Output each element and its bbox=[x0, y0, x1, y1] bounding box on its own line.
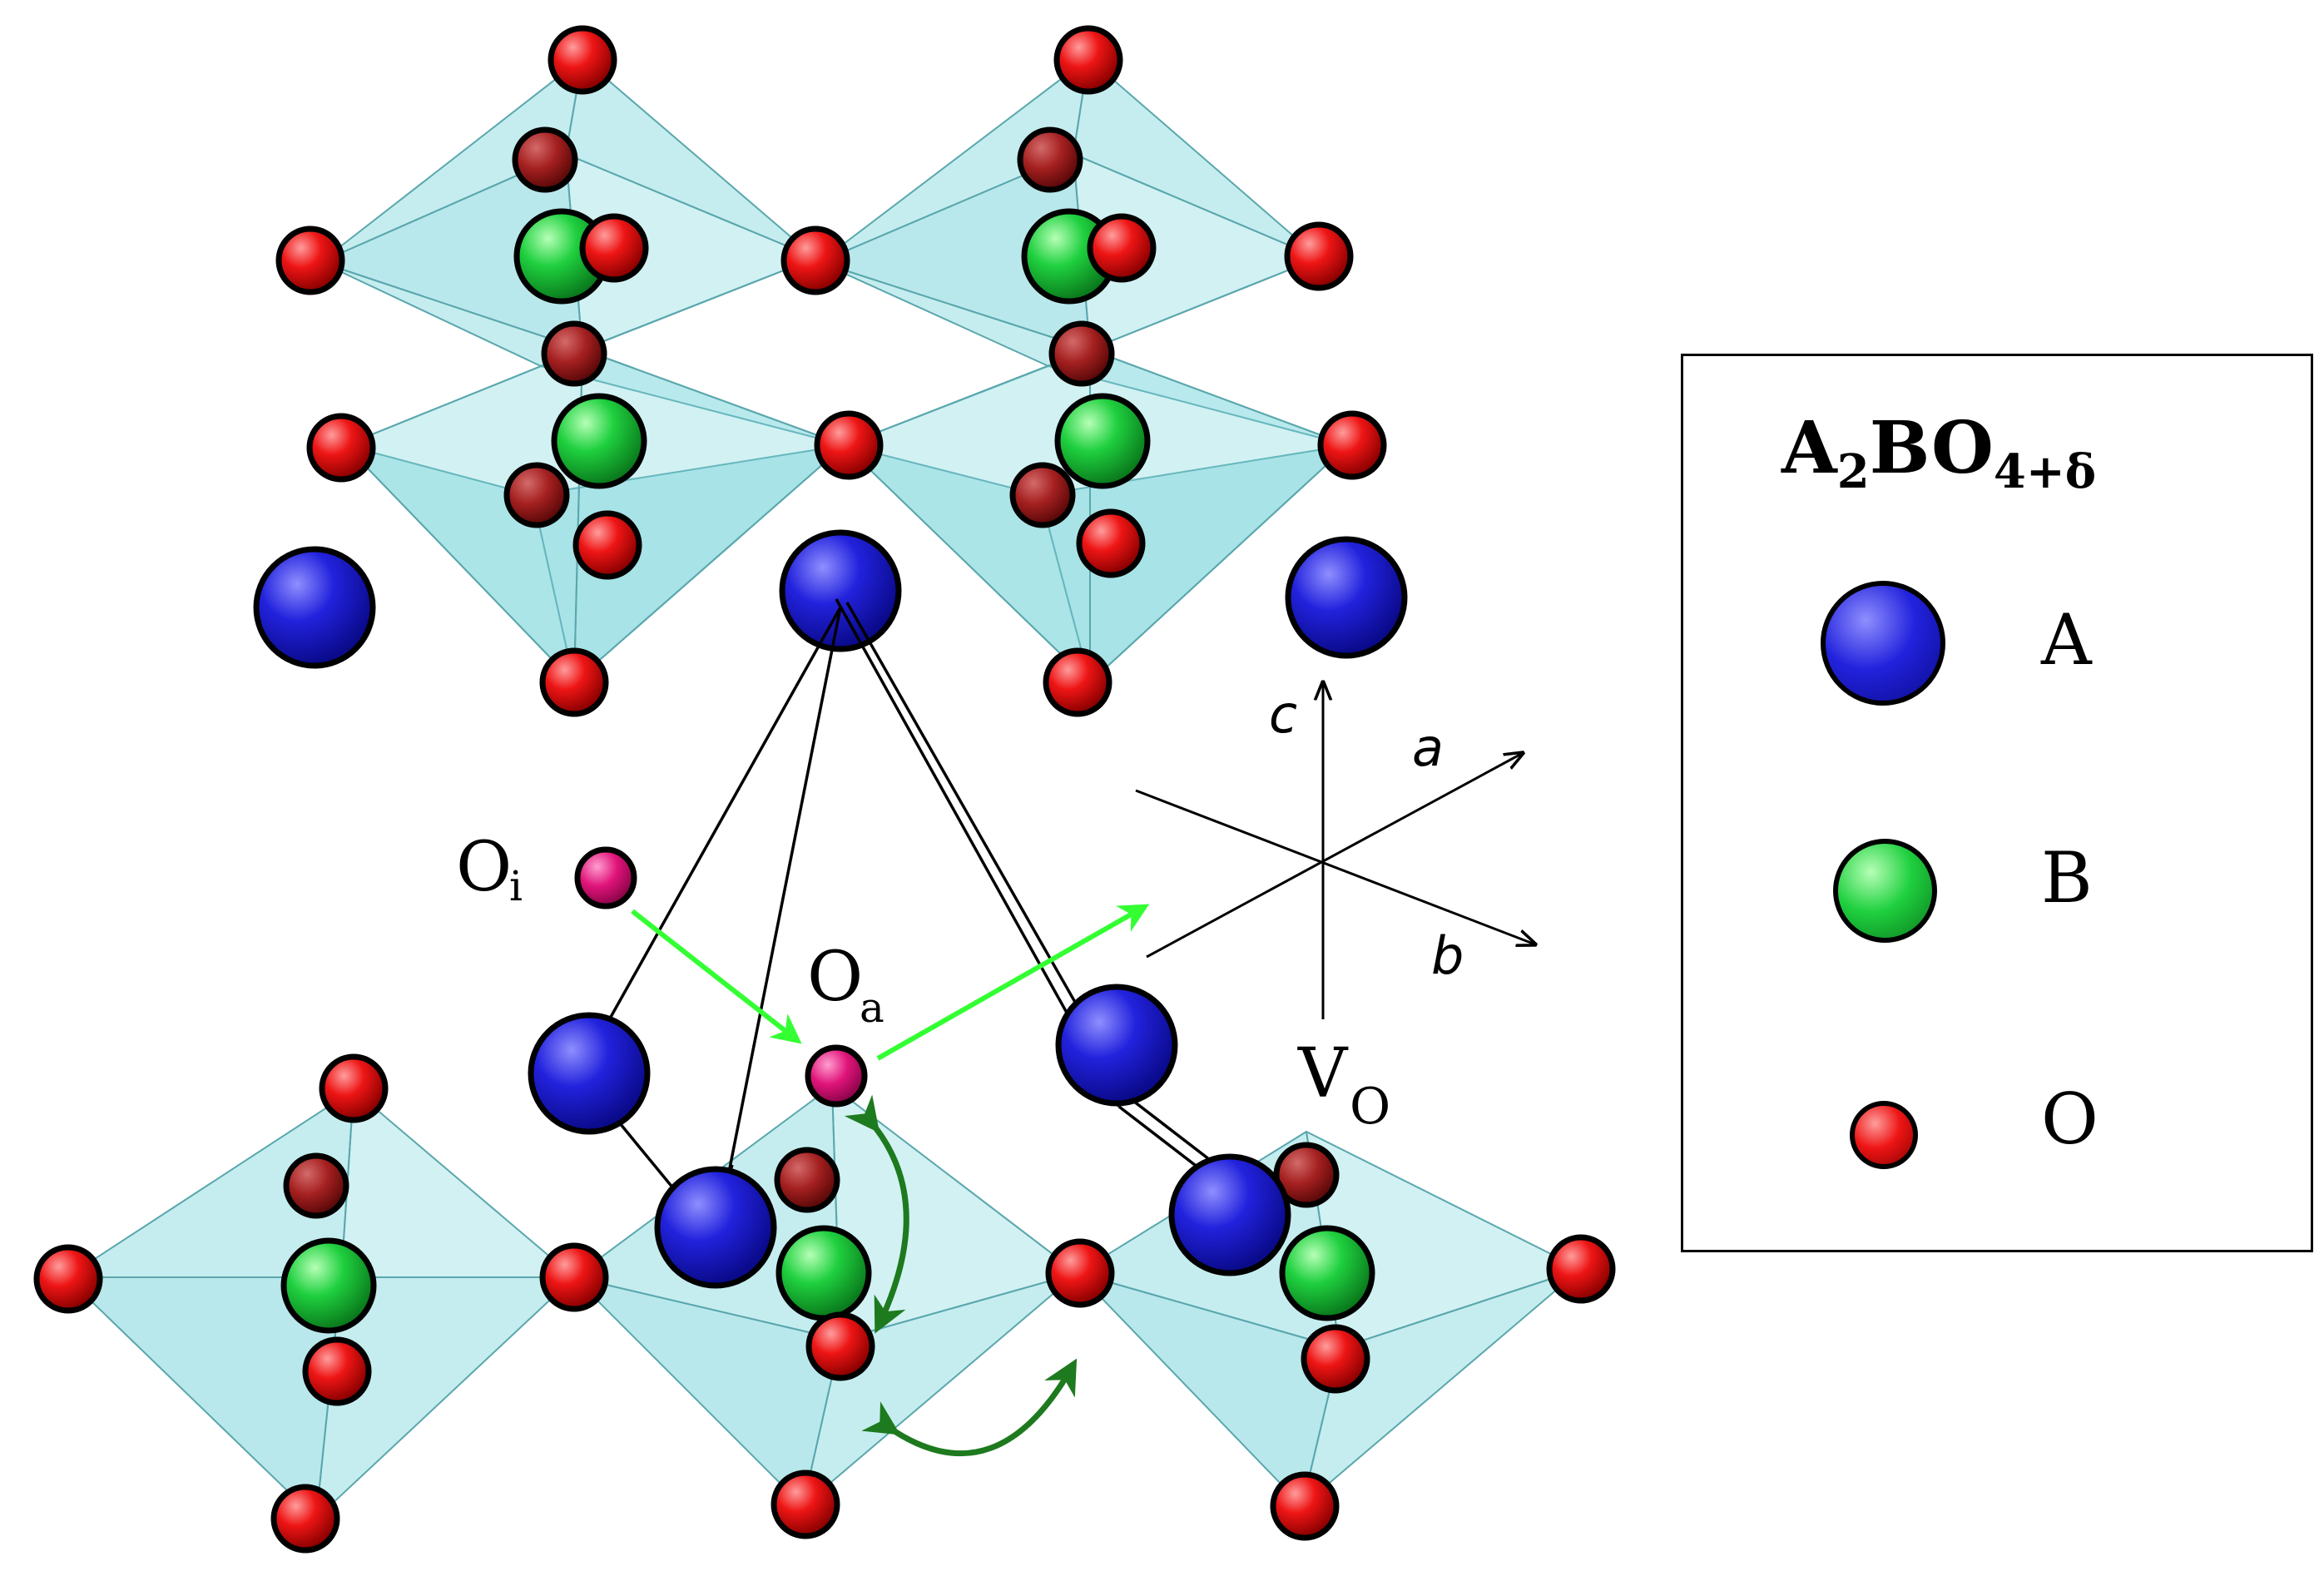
b-atom bbox=[1279, 1225, 1375, 1321]
oi-label-main: O bbox=[456, 828, 512, 907]
legend-b-atom-icon bbox=[1833, 839, 1937, 943]
octahedra-layer bbox=[66, 57, 1582, 1519]
atoms-bottom bbox=[33, 846, 1616, 1554]
octahedron-top-left-upper bbox=[320, 57, 816, 367]
octahedron-top-left-lower bbox=[344, 349, 845, 683]
atoms-top bbox=[253, 25, 1408, 717]
legend-b-label: B bbox=[2041, 837, 2093, 919]
a-atom bbox=[654, 1166, 777, 1289]
o-atom bbox=[1301, 1324, 1370, 1394]
label-oa: O a bbox=[807, 938, 885, 1032]
o-atom-back bbox=[541, 320, 607, 387]
legend-title-sub-2: 2 bbox=[1836, 444, 1870, 499]
o-atom bbox=[306, 413, 376, 483]
o-atom-back bbox=[1048, 320, 1115, 387]
o-atom bbox=[1270, 1471, 1340, 1541]
migration-arrows bbox=[631, 904, 1150, 1061]
b-atom bbox=[1054, 393, 1151, 489]
o-atom-back bbox=[283, 1152, 349, 1219]
o-atom-back bbox=[1017, 126, 1083, 193]
oi-label-sub: i bbox=[509, 862, 523, 910]
o-atom bbox=[539, 647, 609, 717]
o-atom bbox=[275, 225, 345, 295]
legend-a-label: A bbox=[2041, 599, 2092, 681]
o-atom bbox=[1076, 508, 1146, 578]
a-atom bbox=[1285, 536, 1408, 659]
axes-indicator bbox=[1135, 682, 1535, 1019]
o-atom-back bbox=[1009, 462, 1076, 528]
vo-label-sub: O bbox=[1350, 1078, 1390, 1136]
o-atom bbox=[1284, 221, 1354, 291]
o-atom bbox=[579, 213, 649, 283]
axis-a-label: a bbox=[1412, 717, 1444, 778]
a-atom bbox=[253, 546, 376, 669]
interstitial-oxygen-atom bbox=[574, 846, 637, 909]
legend-a-atom-icon bbox=[1821, 581, 1945, 706]
tetrahedron-wireframe bbox=[580, 598, 1240, 1241]
octahedron-top-right-upper bbox=[819, 57, 1320, 367]
axis-a bbox=[1146, 753, 1523, 959]
axis-b bbox=[1135, 789, 1535, 944]
o-atom bbox=[1053, 25, 1123, 95]
o-atom bbox=[1546, 1234, 1616, 1304]
o-atom bbox=[1317, 410, 1387, 480]
axis-b-label: b bbox=[1431, 925, 1464, 986]
o-atom bbox=[771, 1469, 840, 1539]
b-atom bbox=[280, 1237, 377, 1334]
o-atom-back bbox=[512, 126, 578, 193]
axis-c-label: c bbox=[1269, 684, 1297, 745]
b-atom bbox=[551, 393, 647, 489]
octahedron-bottom-left bbox=[66, 1089, 575, 1519]
legend-title-a: A bbox=[1781, 406, 1837, 490]
oa-label-main: O bbox=[807, 938, 863, 1017]
o-atom bbox=[539, 1242, 609, 1312]
o-atom bbox=[548, 25, 617, 95]
rotation-arrow-horizontal bbox=[861, 1358, 1078, 1457]
o-atom bbox=[780, 225, 850, 295]
legend-title-sub-delta: 4+δ bbox=[1993, 444, 2097, 499]
o-atom-back bbox=[1273, 1142, 1340, 1208]
arrow-oi-to-oa bbox=[631, 909, 802, 1044]
b-atom bbox=[775, 1225, 872, 1321]
label-vo: V O bbox=[1297, 1034, 1390, 1136]
label-oi: O i bbox=[456, 828, 523, 910]
oa-label-sub: a bbox=[860, 984, 885, 1032]
legend-title: A2BO4+δ bbox=[1781, 406, 2096, 499]
o-atom bbox=[572, 510, 642, 580]
apical-oxygen-atom bbox=[805, 1044, 868, 1108]
o-atom-back bbox=[774, 1147, 840, 1213]
legend-o-atom-icon bbox=[1850, 1101, 1918, 1169]
o-atom bbox=[33, 1244, 103, 1314]
a-atom bbox=[779, 529, 902, 652]
o-atom bbox=[302, 1336, 372, 1406]
vo-label-main: V bbox=[1297, 1034, 1349, 1113]
o-atom bbox=[1045, 1238, 1115, 1308]
a-atom bbox=[1055, 984, 1178, 1107]
o-atom bbox=[805, 1311, 875, 1381]
o-atom bbox=[814, 410, 884, 480]
rotation-arrow-vertical bbox=[844, 1094, 909, 1334]
legend-o-label: O bbox=[2041, 1078, 2099, 1160]
a-atom bbox=[1168, 1153, 1291, 1276]
a-atom bbox=[528, 1012, 651, 1135]
legend: A2BO4+δ A B O bbox=[1681, 354, 2313, 1252]
legend-title-bo: BO bbox=[1869, 406, 1994, 490]
o-atom bbox=[1043, 647, 1112, 717]
o-atom-back bbox=[503, 462, 570, 528]
o-atom bbox=[270, 1484, 340, 1554]
o-atom bbox=[1087, 213, 1157, 283]
o-atom bbox=[319, 1053, 389, 1123]
arrow-oa-to-vacancy bbox=[876, 904, 1150, 1061]
rotation-arrows bbox=[844, 1094, 1078, 1457]
